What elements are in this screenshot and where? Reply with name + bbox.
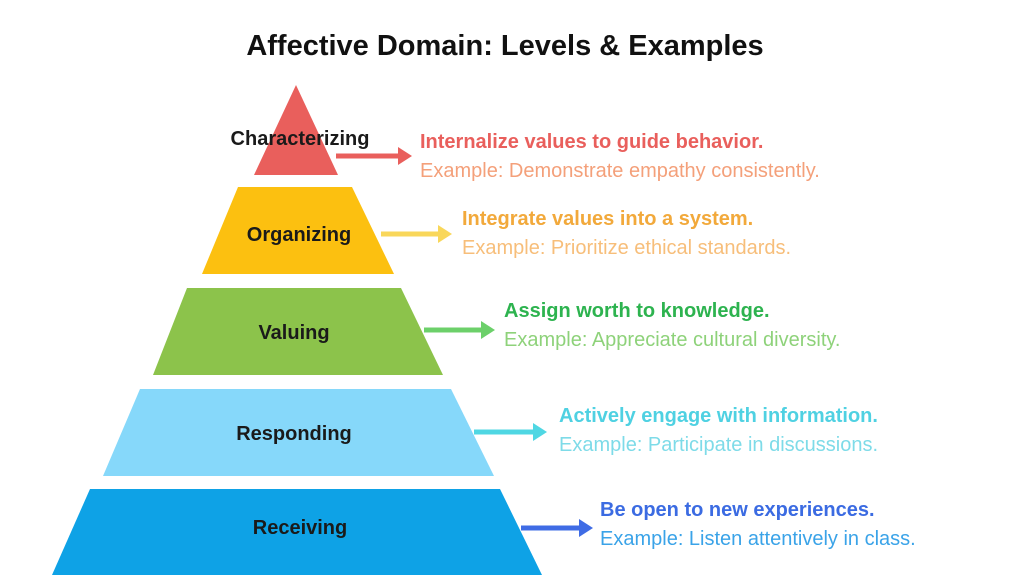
- tier-responding: [103, 389, 494, 476]
- arrow-organizing: [381, 225, 452, 243]
- level-description-organizing: Integrate values into a system. Example:…: [462, 205, 791, 263]
- level-label-characterizing: Characterizing: [231, 128, 370, 150]
- description-heading: Integrate values into a system.: [462, 208, 754, 230]
- level-description-receiving: Be open to new experiences. Example: Lis…: [600, 496, 916, 554]
- diagram-title: Affective Domain: Levels & Examples: [246, 30, 764, 62]
- description-example: Example: Participate in discussions.: [559, 434, 879, 456]
- description-example: Example: Appreciate cultural diversity.: [504, 329, 841, 351]
- description-example: Example: Prioritize ethical standards.: [462, 237, 792, 259]
- tier-characterizing: [254, 85, 338, 175]
- arrow-characterizing: [336, 147, 412, 165]
- description-heading: Actively engage with information.: [559, 405, 878, 427]
- description-example: Example: Demonstrate empathy consistentl…: [420, 160, 820, 182]
- tier-valuing: [153, 288, 443, 375]
- arrow-receiving: [521, 519, 593, 537]
- tier-organizing: [202, 187, 394, 274]
- description-heading: Be open to new experiences.: [600, 499, 875, 521]
- level-label-responding: Responding: [236, 423, 352, 445]
- level-description-responding: Actively engage with information. Exampl…: [559, 402, 878, 460]
- level-label-organizing: Organizing: [247, 224, 351, 246]
- level-description-valuing: Assign worth to knowledge. Example: Appr…: [504, 297, 840, 355]
- description-heading: Internalize values to guide behavior.: [420, 131, 764, 153]
- tier-receiving: [52, 489, 542, 575]
- description-example: Example: Listen attentively in class.: [600, 528, 916, 550]
- arrow-responding: [474, 423, 547, 441]
- arrow-valuing: [424, 321, 495, 339]
- description-heading: Assign worth to knowledge.: [504, 300, 770, 322]
- level-label-receiving: Receiving: [253, 517, 347, 539]
- level-label-valuing: Valuing: [258, 322, 329, 344]
- level-description-characterizing: Internalize values to guide behavior. Ex…: [420, 128, 820, 186]
